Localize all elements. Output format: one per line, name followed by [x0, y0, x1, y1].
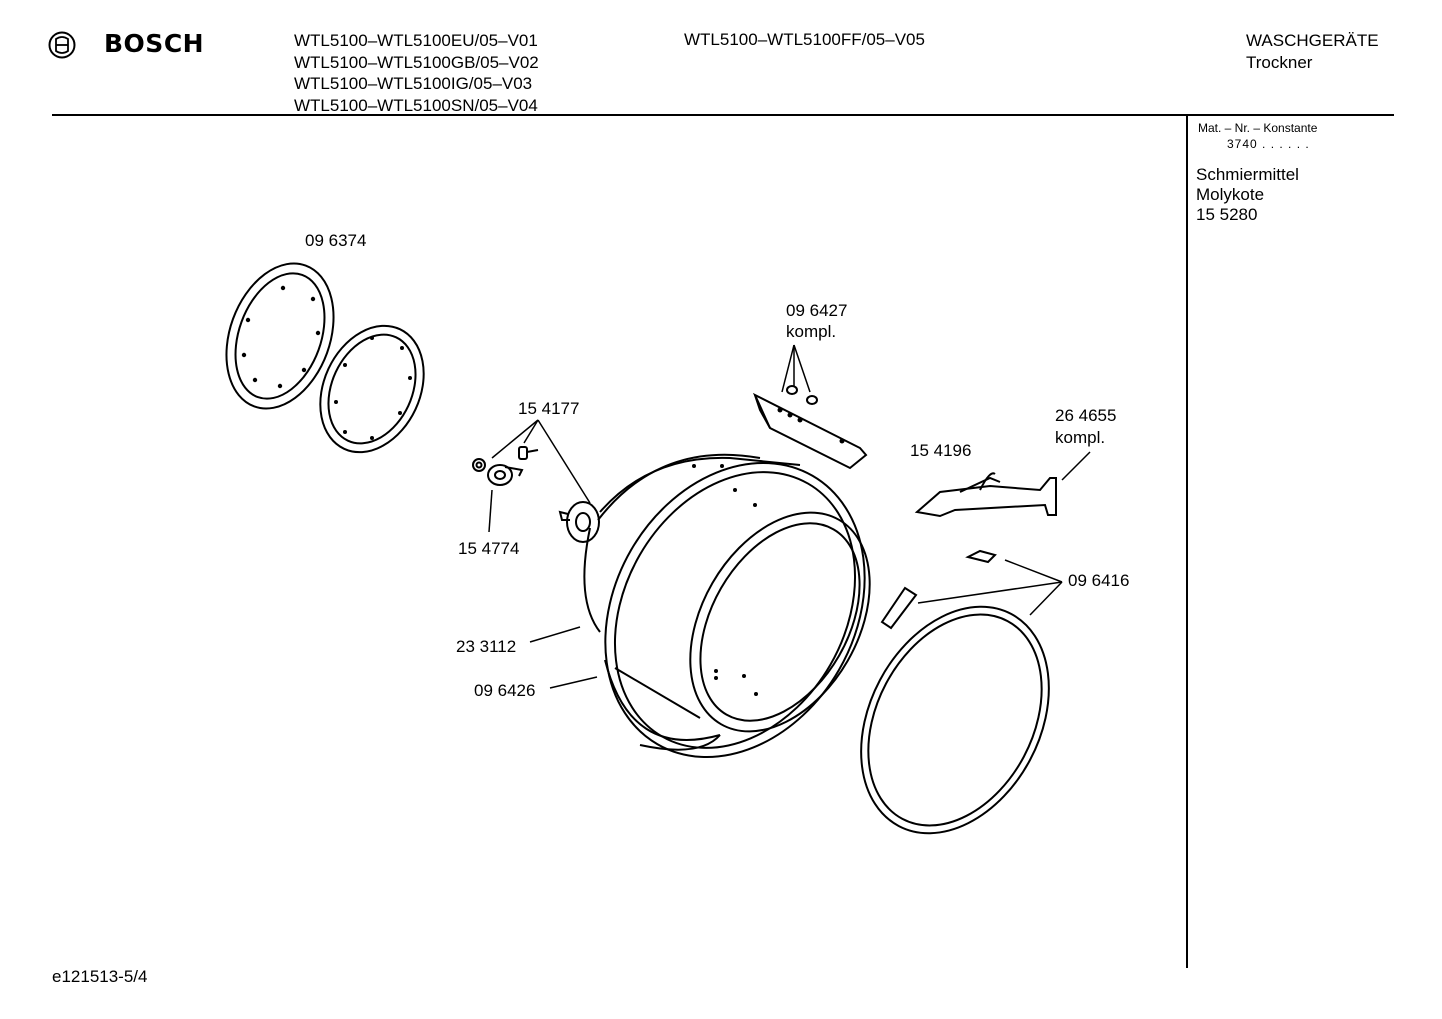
sidebar-divider [1186, 116, 1188, 968]
part-label: 09 6426 [474, 681, 535, 700]
gasket-ring-part [225, 262, 335, 410]
mat-nr-label: Mat. – Nr. – Konstante [1198, 121, 1318, 135]
part-label: 23 3112 [456, 637, 516, 656]
part-label-suffix: kompl. [1055, 428, 1105, 447]
brand-name: BOSCH [104, 29, 205, 58]
lever-assembly-part [914, 472, 1057, 518]
leader-lines [488, 344, 1091, 689]
part-label: 15 4177 [518, 399, 579, 418]
part-label: 09 6427 [786, 301, 847, 320]
lubricant-line: Molykote [1196, 185, 1265, 204]
drum-part [583, 453, 871, 759]
document-code: e121513-5/4 [52, 967, 148, 986]
bosch-logo-icon [48, 31, 76, 59]
bracket-part [752, 385, 868, 470]
part-label-suffix: kompl. [786, 322, 836, 341]
category-block: WASCHGERÄTE Trockner [1246, 30, 1379, 73]
part-label: 15 4774 [458, 539, 519, 558]
model-line: WTL5100–WTL5100SN/05–V04 [294, 95, 538, 115]
door-seal-parts [860, 549, 1050, 835]
category-title: WASCHGERÄTE [1246, 31, 1379, 50]
model-line-right: WTL5100–WTL5100FF/05–V05 [684, 30, 925, 49]
mat-nr-value: 3740 . . . . . . [1227, 137, 1310, 151]
gasket-ring-part-2 [319, 324, 425, 454]
lubricant-line: Schmiermittel [1196, 165, 1299, 184]
model-line: WTL5100–WTL5100GB/05–V02 [294, 52, 539, 72]
screw-assembly-part [472, 446, 600, 543]
part-label: 09 6374 [305, 231, 366, 250]
model-line: WTL5100–WTL5100EU/05–V01 [294, 31, 538, 50]
model-line: WTL5100–WTL5100IG/05–V03 [294, 74, 533, 93]
part-label: 15 4196 [910, 441, 971, 460]
category-subtitle: Trockner [1246, 52, 1313, 72]
part-label: 09 6416 [1068, 571, 1129, 590]
lubricant-line: 15 5280 [1196, 205, 1258, 224]
lubricant-info: Schmiermittel Molykote 15 5280 [1196, 165, 1299, 225]
part-label: 26 4655 [1055, 406, 1116, 425]
model-list: WTL5100–WTL5100EU/05–V01 WTL5100–WTL5100… [294, 30, 539, 116]
header-divider [52, 114, 1394, 116]
